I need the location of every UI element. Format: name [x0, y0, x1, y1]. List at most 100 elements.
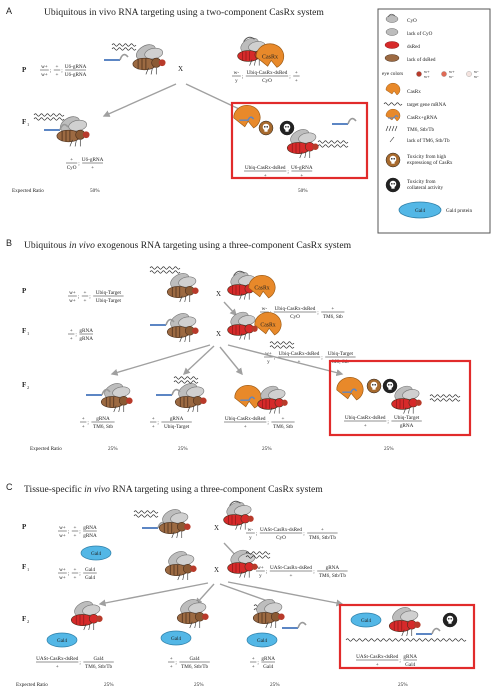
fly-leg — [244, 293, 246, 300]
legend-eye-code-1a: w+ — [424, 69, 430, 74]
genotype-bottom: + — [295, 78, 298, 84]
target-mrna-icon — [173, 376, 199, 380]
genotype-sep: ; — [175, 660, 177, 666]
legend-icons — [383, 13, 472, 193]
mrna-slot — [33, 113, 65, 121]
genotype-top: Gal4 — [85, 567, 95, 573]
gal4-label: Gal4 — [361, 618, 371, 624]
genotype-bottom: + — [74, 533, 77, 539]
fly-leg — [274, 407, 276, 414]
mrna-slot — [345, 638, 467, 642]
tm6-bristle-icon — [391, 125, 395, 132]
fly-icon — [227, 311, 258, 340]
skull-jaw — [372, 387, 376, 390]
eye-color-icon — [466, 71, 472, 77]
mrna-slot — [269, 341, 295, 349]
panel-b-gen-f2: F — [22, 381, 26, 389]
genotype-bottom: w+ — [41, 72, 48, 78]
fly-slot — [166, 273, 199, 303]
fly-leg — [269, 407, 273, 414]
genotype-top: Ubiq-CasRx-dsRed — [279, 351, 320, 357]
casrx-slot: CasRx — [255, 43, 285, 68]
skull-eye — [393, 183, 395, 185]
skull-jaw — [448, 621, 452, 624]
casrx-shape — [254, 312, 282, 336]
casrx-shape — [336, 377, 364, 401]
genotype-sep: ; — [266, 569, 268, 575]
genotype-bottom: + — [82, 424, 85, 430]
skull-eye — [450, 618, 452, 620]
genotype-bottom: TM6, Stb — [323, 314, 343, 320]
legend-eye-code-1b: w+ — [424, 74, 430, 79]
legend-tm6: TM6, Stb/Tb — [407, 127, 434, 133]
genotype-bottom: + — [74, 575, 77, 581]
genotype-top: w+ — [69, 290, 76, 296]
casrx-icon: CasRx — [255, 43, 285, 68]
gal4-slot: Gal4 — [46, 632, 78, 648]
fly-eye — [82, 131, 90, 139]
genotype-top: + — [282, 416, 285, 422]
fly-leg — [244, 333, 246, 340]
fly-leg — [406, 629, 409, 637]
genotype-sep: ; — [157, 420, 159, 426]
toxicity-collateral-icon — [382, 378, 398, 394]
genotype-bottom: y — [267, 359, 270, 365]
genotype-slot: +CyO;U6-gRNA+ — [66, 157, 104, 171]
skull-jaw — [391, 161, 395, 164]
genotype-top: + — [82, 416, 85, 422]
genotype-bottom: Gal4 — [85, 575, 95, 581]
fly-leg — [69, 139, 73, 147]
fly-eye — [158, 59, 166, 67]
gal4-slot: Gal4 — [246, 632, 278, 648]
target-mrna-icon — [317, 144, 349, 148]
genotype-sep: ; — [313, 569, 315, 575]
genotype-top: U6-gRNA — [65, 64, 87, 70]
genotype-top: w- — [248, 527, 254, 533]
panel-c-gen-f1-sub: 1 — [27, 567, 29, 572]
fly-eye — [251, 563, 258, 570]
panel-c-ratio-1: 25% — [104, 682, 114, 688]
gal4-label: Gal4 — [91, 551, 101, 557]
panel-b-ratio-3: 25% — [262, 446, 272, 452]
genotype-bottom: + — [376, 662, 379, 668]
target-mrna-icon — [269, 341, 295, 345]
genotype-sep: ; — [87, 420, 89, 426]
genotype-bottom: + — [152, 424, 155, 430]
gal4-slot: Gal4 — [160, 630, 192, 646]
fly-leg — [240, 523, 242, 530]
genotype-bottom: TM6, Stb/Tb — [319, 573, 346, 579]
genotype-sep: ; — [303, 531, 305, 537]
casrx-icon — [234, 385, 262, 409]
fly-leg — [88, 623, 91, 631]
skull-eye — [390, 384, 392, 386]
genotype-top: UASt-CasRx-dsRed — [270, 565, 312, 571]
panel-c-ratio-3: 25% — [270, 682, 280, 688]
gal4-slot: Gal4 — [80, 545, 112, 561]
fly-leg — [179, 295, 183, 303]
fly-eye — [251, 325, 258, 332]
fly-eye — [190, 565, 197, 572]
skull-eye — [266, 126, 268, 128]
panel-c-cross-f1: X — [214, 566, 219, 574]
grna-slot — [86, 388, 111, 396]
panel-a-ratio-right: 50% — [298, 188, 308, 194]
genotype-bottom: Gal4 — [263, 664, 273, 670]
tm6-bristle-icon — [388, 125, 392, 132]
casrx-shape — [233, 105, 261, 129]
genotype-sep: ; — [61, 68, 63, 74]
panel-b-gen-f1-sub: 1 — [27, 331, 29, 336]
tm6-bristle-icon — [385, 125, 389, 132]
legend-target-mrna: target gene mRNA — [407, 102, 446, 108]
panel-a-cross: X — [178, 65, 183, 73]
eye-color-icon — [416, 71, 422, 77]
casrx-shape — [248, 275, 276, 299]
skull-face — [262, 123, 270, 131]
genotype-top: + — [70, 157, 73, 163]
target-mrna-icon — [245, 555, 271, 559]
legend-casrx: CasRx — [407, 89, 421, 95]
skull-eye — [374, 384, 376, 386]
legend-lack-dsred: lack of dsRed — [407, 56, 436, 63]
